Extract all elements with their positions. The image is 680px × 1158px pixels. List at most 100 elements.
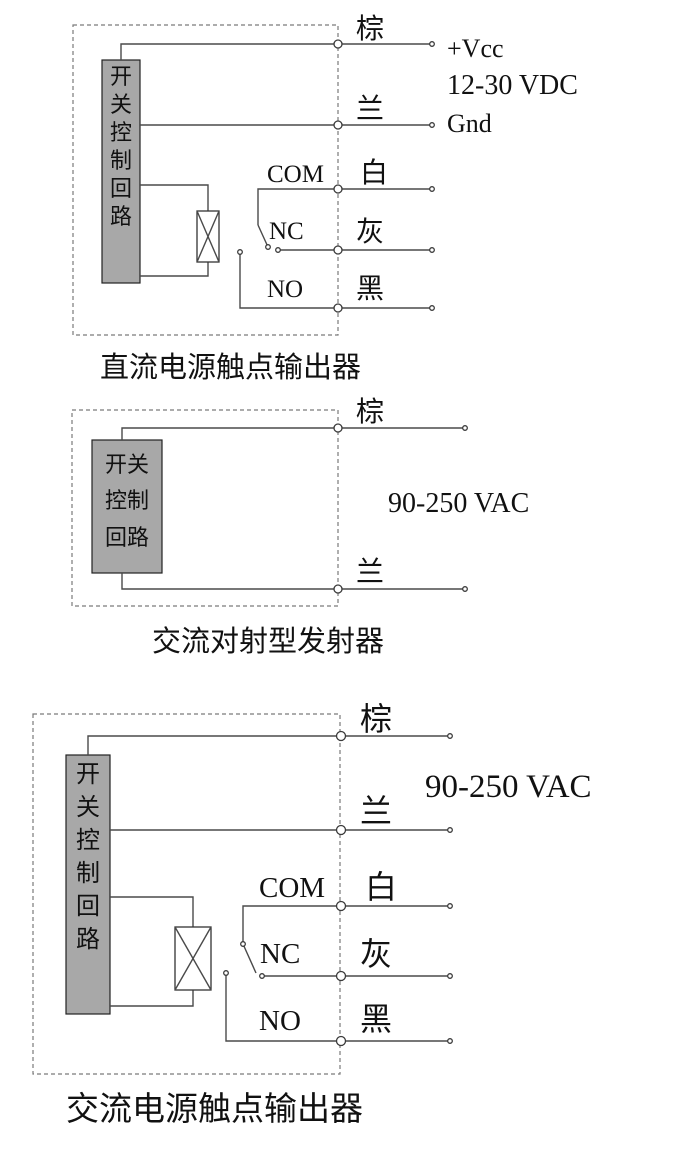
wire-end [447,903,453,909]
block-char: 回 [76,892,100,920]
white-wire-label: 白 [360,156,388,189]
block-char: 制 [110,149,132,174]
no-contact [223,970,229,976]
block-char: 控 [110,121,132,146]
terminal [333,39,343,49]
brown-wire [120,43,432,60]
terminal [333,184,343,194]
blue-wire-label: 兰 [356,555,384,588]
block-char: 路 [76,925,100,953]
no-wire [225,975,450,1042]
terminal [335,970,347,982]
block-char: 回 [110,177,132,202]
gray-wire-label: 灰 [360,935,392,973]
terminal [335,730,347,742]
ac-output-caption: 交流电源触点输出器 [66,1089,363,1128]
wire-end [429,305,435,311]
brown-wire-label: 棕 [360,700,392,738]
block-char: 制 [76,859,100,887]
no-wire [239,254,432,309]
black-wire-label: 黑 [356,272,384,305]
black-wire-label: 黑 [360,1000,392,1038]
block-line: 开关 [105,453,149,478]
com-label: COM [259,872,325,904]
com-label: COM [267,161,324,188]
dc-output-block-label: 开 关 控 制 回 路 [110,65,132,230]
block-line: 控制 [105,489,149,514]
relay-coil-cross [174,926,212,991]
blue-wire-label: 兰 [356,92,384,125]
ac-output-enclosure [32,713,341,1075]
terminal [335,900,347,912]
vcc-label: +Vcc [447,34,504,63]
blue-wire-label: 兰 [360,792,392,830]
wire-end [429,122,435,128]
brown-wire [121,427,465,440]
block-char: 开 [110,65,132,90]
switch-pivot [240,941,246,947]
ac-emitter-diagram: 开关 控制 回路 棕 兰 90-250 VAC 交流对射型发射器 [71,395,529,658]
terminal [333,584,343,594]
voltage-label: 90-250 VAC [425,769,592,805]
brown-wire-label: 棕 [356,395,384,428]
com-wire [242,905,450,944]
block-char: 控 [76,826,100,854]
nc-label: NC [269,218,304,245]
gray-wire-label: 灰 [356,215,384,248]
ac-emitter-caption: 交流对射型发射器 [152,624,384,658]
no-label: NO [259,1005,301,1037]
coil-wire-top [110,896,194,927]
terminal [333,423,343,433]
no-contact [237,249,243,255]
nc-label: NC [260,938,300,970]
wire-end [429,41,435,47]
wire-end [462,425,468,431]
wire-end [429,186,435,192]
wire-end [447,827,453,833]
no-label: NO [267,276,303,303]
gnd-label: Gnd [447,109,492,138]
block-char: 路 [110,205,132,230]
dc-output-diagram: 开 关 控 制 回 路 [72,12,578,384]
ac-output-diagram: 开 关 控 制 回 路 [32,700,592,1128]
wire-end [429,247,435,253]
ac-emitter-block-label: 开关 控制 回路 [105,453,149,551]
com-wire [257,188,432,225]
terminal [335,824,347,836]
voltage-label: 12-30 VDC [447,70,578,101]
terminal [333,303,343,313]
wire-end [447,973,453,979]
switch-arm [257,224,269,248]
brown-wire-label: 棕 [356,12,384,45]
nc-contact [275,247,281,253]
dc-output-enclosure [72,24,339,336]
dc-output-control-block [101,59,141,284]
block-char: 关 [110,93,132,118]
wire-end [447,733,453,739]
voltage-label: 90-250 VAC [388,488,529,519]
switch-arm [242,943,257,974]
terminal [333,120,343,130]
nc-contact [259,973,265,979]
wire-end [447,1038,453,1044]
ac-output-block-label: 开 关 控 制 回 路 [76,760,100,953]
dc-output-caption: 直流电源触点输出器 [100,350,361,384]
terminal [335,1035,347,1047]
white-wire-label: 白 [365,868,397,906]
block-line: 回路 [105,526,149,551]
coil-wire-bottom [110,990,194,1007]
switch-pivot [265,244,271,250]
coil-wire-bottom [140,262,209,277]
wire-end [462,586,468,592]
terminal [333,245,343,255]
ac-emitter-control-block [91,439,163,574]
coil-wire-top [140,184,209,211]
blue-wire [121,573,465,590]
ac-output-control-block [65,754,111,1015]
block-char: 开 [76,760,100,788]
brown-wire [87,735,450,755]
ac-emitter-enclosure [71,409,339,607]
block-char: 关 [76,793,100,821]
relay-coil-cross [196,210,220,263]
